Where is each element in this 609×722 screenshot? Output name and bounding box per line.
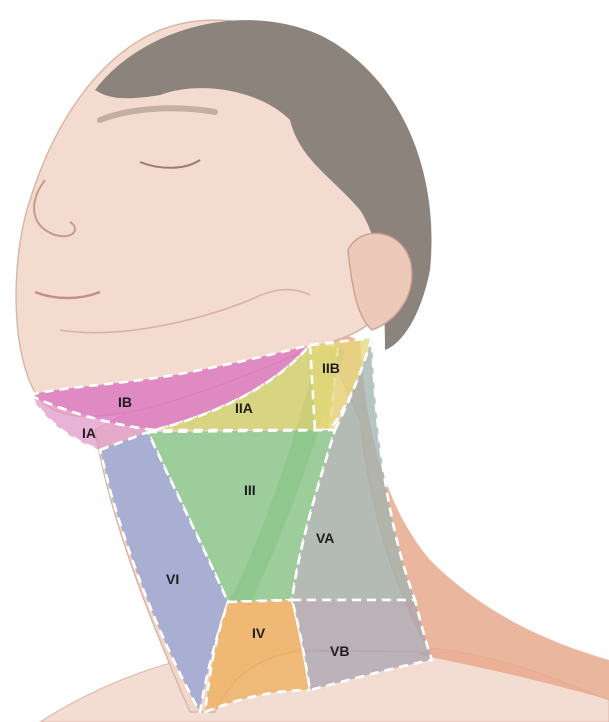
label-IB: IB bbox=[118, 394, 132, 410]
label-III: III bbox=[244, 482, 256, 498]
label-IIA: IIA bbox=[235, 400, 253, 416]
label-IV: IV bbox=[252, 625, 266, 641]
label-IA: IA bbox=[82, 425, 96, 441]
label-VI: VI bbox=[166, 571, 179, 587]
label-VB: VB bbox=[330, 643, 349, 659]
label-VA: VA bbox=[316, 530, 334, 546]
label-IIB: IIB bbox=[322, 360, 340, 376]
lymph-node-levels bbox=[30, 338, 432, 712]
